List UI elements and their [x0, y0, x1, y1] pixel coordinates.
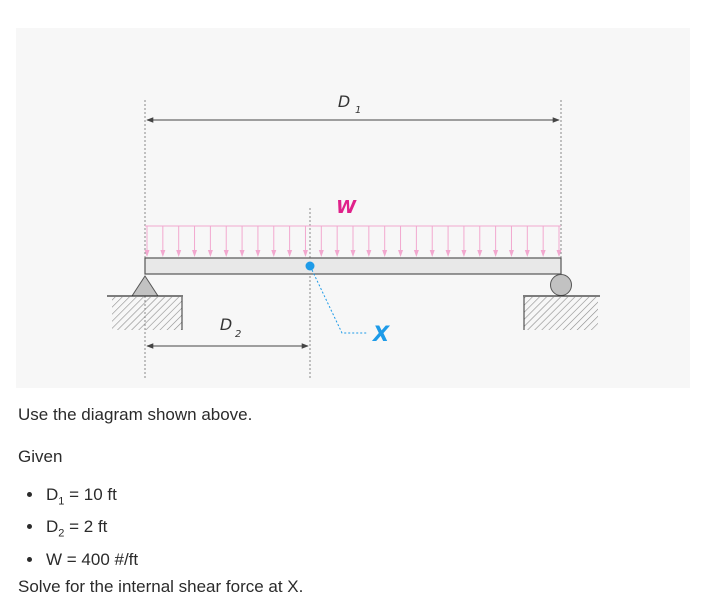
given-list: D1 = 10 ft D2 = 2 ft W = 400 #/ft: [18, 482, 138, 573]
load-arrow-head: [461, 250, 467, 257]
beam-diagram: D 1 W X D 2: [16, 28, 690, 388]
given-item-d1: D1 = 10 ft: [44, 482, 138, 514]
load-arrow-head: [445, 250, 451, 257]
given-item-d2: D2 = 2 ft: [44, 514, 138, 546]
diagram-canvas: D 1 W X D 2: [107, 92, 600, 378]
given-item-w: W = 400 #/ft: [44, 547, 138, 573]
load-arrow-head: [350, 250, 356, 257]
load-arrow-head: [239, 250, 245, 257]
load-arrow-head: [160, 250, 166, 257]
load-arrow-head: [429, 250, 435, 257]
load-arrow-head: [334, 250, 340, 257]
load-arrow-head: [493, 250, 499, 257]
instruction-text: Use the diagram shown above.: [18, 405, 253, 424]
load-arrow-head: [524, 250, 530, 257]
load-arrow-head: [413, 250, 419, 257]
distributed-load-arrows: [144, 226, 562, 257]
load-arrow-head: [318, 250, 324, 257]
load-arrow-head: [176, 250, 182, 257]
roller-support: [523, 274, 600, 330]
d1-subscript: 1: [355, 105, 361, 116]
load-arrow-head: [207, 250, 213, 257]
question-text: Solve for the internal shear force at X.: [18, 577, 304, 596]
load-arrow-head: [508, 250, 514, 257]
point-x-leader-line: [311, 269, 368, 334]
load-arrow-head: [271, 250, 277, 257]
load-arrow-head: [382, 250, 388, 257]
load-arrow-head: [398, 250, 404, 257]
load-arrow-head: [302, 250, 308, 257]
pin-support: [107, 275, 183, 330]
load-arrow-head: [144, 250, 150, 257]
load-arrow-head: [540, 250, 546, 257]
d1-label: D: [338, 92, 350, 111]
d2-label: D: [220, 315, 232, 334]
beam: [144, 257, 562, 275]
load-arrow-head: [477, 250, 483, 257]
point-x-marker: [305, 261, 315, 271]
given-heading: Given: [18, 447, 63, 466]
load-arrow-head: [556, 250, 562, 257]
load-arrow-head: [192, 250, 198, 257]
load-arrow-head: [255, 250, 261, 257]
load-arrow-head: [366, 250, 372, 257]
point-x-label: X: [371, 322, 391, 346]
load-arrow-head: [223, 250, 229, 257]
d2-subscript: 2: [235, 329, 241, 340]
distributed-load-label: W: [336, 197, 357, 218]
load-arrow-head: [287, 250, 293, 257]
